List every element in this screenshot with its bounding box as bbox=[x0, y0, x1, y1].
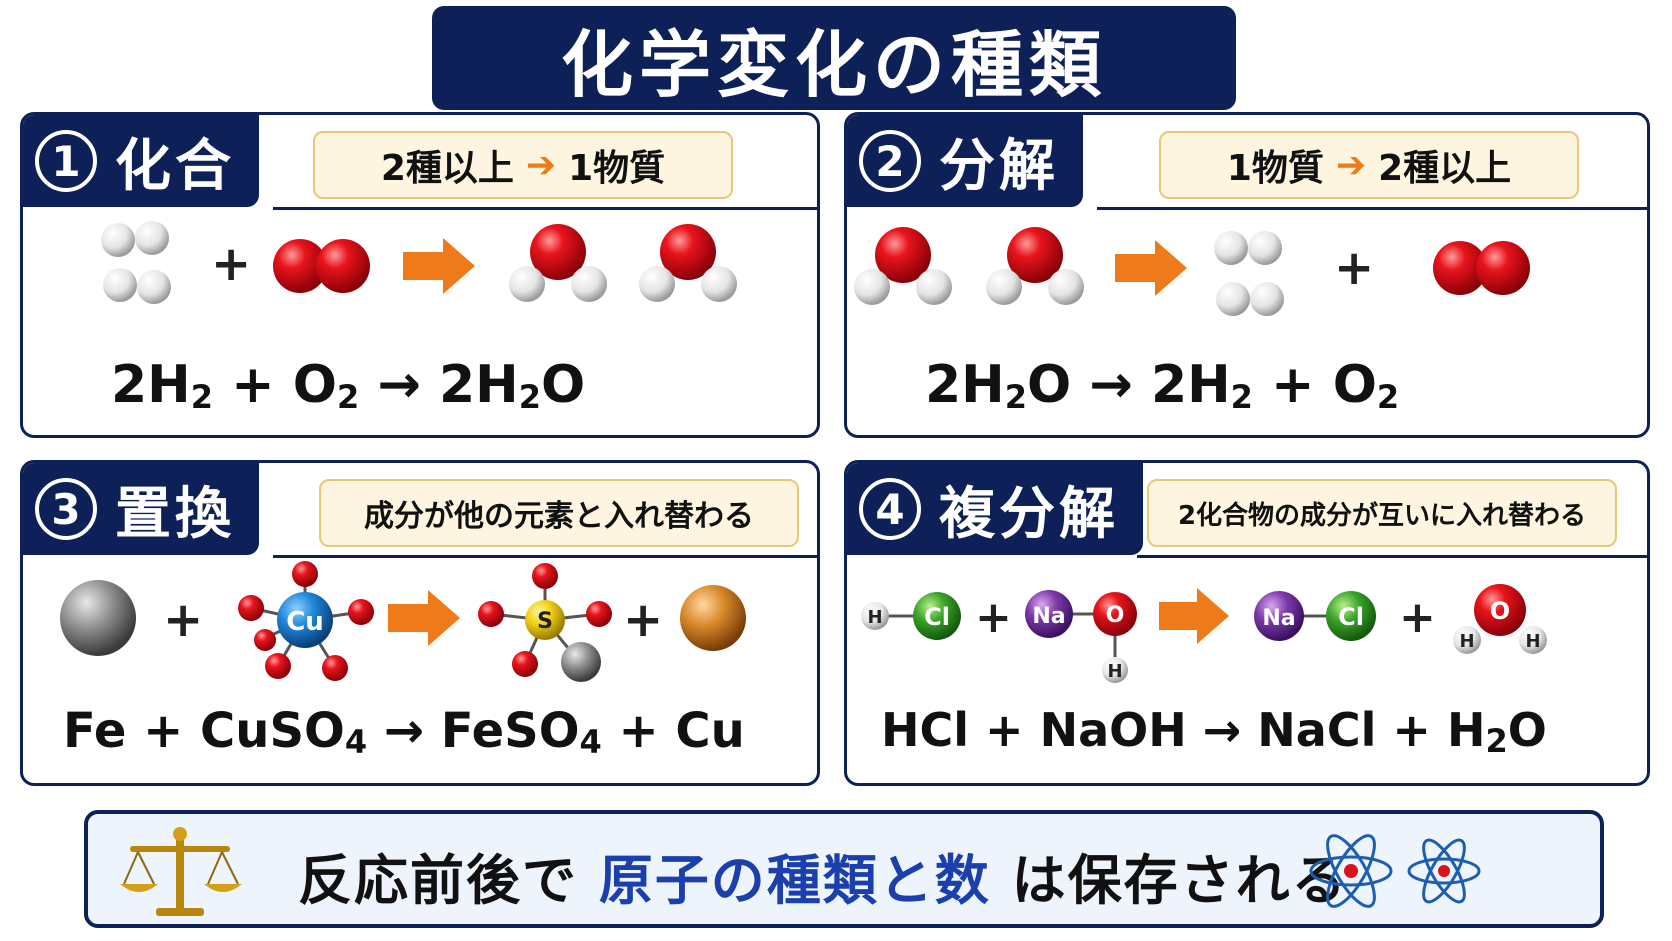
divider bbox=[1137, 555, 1647, 558]
svg-text:O: O bbox=[1490, 597, 1510, 625]
panel-title: 複分解 bbox=[939, 481, 1119, 547]
copper-atom bbox=[680, 585, 746, 651]
svg-text:+: + bbox=[623, 592, 663, 648]
svg-text:Na: Na bbox=[1032, 604, 1065, 629]
equation: Fe + CuSO4 → FeSO4 + Cu bbox=[63, 703, 745, 761]
panel-synthesis: 1 化合 2種以上 ➔ 1物質 + 2H2 + O2 → 2H2O bbox=[20, 112, 820, 438]
rule-box: 2種以上 ➔ 1物質 bbox=[313, 131, 733, 199]
water-molecule bbox=[639, 224, 737, 302]
molecule-illustration: H Cl + Na O H Na Cl + O H bbox=[861, 584, 1547, 683]
svg-text:H: H bbox=[1525, 631, 1540, 652]
svg-text:Cl: Cl bbox=[1338, 603, 1364, 631]
divider bbox=[1097, 207, 1647, 210]
oxygen-molecule bbox=[1433, 241, 1530, 295]
rule-box: 2化合物の成分が互いに入れ替わる bbox=[1147, 479, 1617, 547]
iron-atom bbox=[60, 580, 136, 656]
rule-text: 2化合物の成分が互いに入れ替わる bbox=[1177, 500, 1587, 531]
orange-arrow-icon: ➔ bbox=[1335, 144, 1367, 186]
reaction-arrow-icon bbox=[403, 238, 475, 294]
panel-number: 4 bbox=[859, 478, 921, 540]
panel-double-replacement: 4 複分解 2化合物の成分が互いに入れ替わる H Cl + Na O H bbox=[844, 460, 1650, 786]
panel-title: 化合 bbox=[115, 133, 235, 199]
svg-text:+: + bbox=[1334, 240, 1374, 296]
svg-text:Cl: Cl bbox=[924, 603, 950, 631]
footer-after: は保存される bbox=[1011, 849, 1348, 912]
reaction-arrow-icon bbox=[1159, 588, 1229, 644]
svg-text:H: H bbox=[867, 607, 882, 628]
main-title: 化学変化の種類 bbox=[560, 22, 1107, 107]
panel-synthesis-tab: 1 化合 bbox=[23, 115, 259, 207]
equation: HCl + NaOH → NaCl + H2O bbox=[881, 703, 1547, 760]
footer-before: 反応前後で bbox=[298, 849, 578, 912]
svg-text:H: H bbox=[1107, 661, 1122, 682]
molecule-illustration: + bbox=[854, 227, 1530, 316]
svg-text:Na: Na bbox=[1262, 606, 1295, 631]
molecule-illustration: + bbox=[101, 221, 737, 304]
equation: 2H2O → 2H2 + O2 bbox=[925, 355, 1400, 416]
svg-text:+: + bbox=[163, 592, 203, 648]
panel-decomposition: 2 分解 1物質 ➔ 2種以上 + 2H2O → 2H2 + O2 bbox=[844, 112, 1650, 438]
svg-text:+: + bbox=[975, 592, 1012, 643]
hydrogen-molecules bbox=[1214, 231, 1284, 316]
equation: 2H2 + O2 → 2H2O bbox=[111, 355, 586, 416]
panel-title: 置換 bbox=[115, 481, 235, 547]
svg-text:H: H bbox=[1459, 631, 1474, 652]
reaction-arrow-icon bbox=[1115, 240, 1187, 296]
oxygen-molecule bbox=[273, 239, 370, 293]
conservation-banner: 反応前後で 原子の種類と数 は保存される bbox=[84, 810, 1604, 928]
rule-box: 1物質 ➔ 2種以上 bbox=[1159, 131, 1579, 199]
panel-title: 分解 bbox=[939, 133, 1059, 199]
water-molecule: O H H bbox=[1453, 584, 1547, 654]
rule-right: 2種以上 bbox=[1378, 148, 1512, 189]
water-molecule bbox=[986, 227, 1084, 305]
svg-text:+: + bbox=[211, 236, 251, 292]
panel-single-replacement: 3 置換 成分が他の元素と入れ替わる + Cu S + Fe + CuSO4 →… bbox=[20, 460, 820, 786]
footer-highlight: 原子の種類と数 bbox=[598, 849, 991, 912]
panel-number: 2 bbox=[859, 130, 921, 192]
nacl-molecule: Na Cl bbox=[1254, 591, 1376, 641]
atom-label-cu: Cu bbox=[286, 607, 324, 637]
main-title-banner: 化学変化の種類 bbox=[432, 6, 1236, 110]
rule-left: 1物質 bbox=[1226, 148, 1324, 189]
panel-number: 1 bbox=[35, 130, 97, 192]
divider bbox=[273, 207, 817, 210]
atom-label-s: S bbox=[537, 609, 553, 634]
hydrogen-molecules bbox=[101, 221, 171, 304]
rule-right: 1物質 bbox=[568, 148, 666, 189]
conservation-statement: 反応前後で 原子の種類と数 は保存される bbox=[298, 836, 1348, 915]
balance-scale-icon bbox=[120, 827, 242, 916]
orange-arrow-icon: ➔ bbox=[525, 144, 557, 186]
rule-left: 2種以上 bbox=[380, 148, 514, 189]
panel-decomposition-tab: 2 分解 bbox=[847, 115, 1083, 207]
divider bbox=[273, 555, 817, 558]
panel-double-replacement-tab: 4 複分解 bbox=[847, 463, 1143, 555]
naoh-molecule: Na O H bbox=[1025, 590, 1137, 683]
rule-text: 成分が他の元素と入れ替わる bbox=[364, 499, 754, 534]
water-molecule bbox=[509, 224, 607, 302]
panel-single-replacement-tab: 3 置換 bbox=[23, 463, 259, 555]
panel-number: 3 bbox=[35, 478, 97, 540]
svg-text:O: O bbox=[1106, 603, 1125, 628]
water-molecule bbox=[854, 227, 952, 305]
hcl-molecule: H Cl bbox=[861, 592, 961, 640]
molecule-illustration: + Cu S + bbox=[60, 561, 746, 682]
atom-icon bbox=[1407, 838, 1481, 904]
rule-box: 成分が他の元素と入れ替わる bbox=[319, 479, 799, 547]
svg-text:+: + bbox=[1399, 592, 1436, 643]
atom-icon bbox=[1309, 834, 1393, 908]
reaction-arrow-icon bbox=[388, 590, 460, 646]
